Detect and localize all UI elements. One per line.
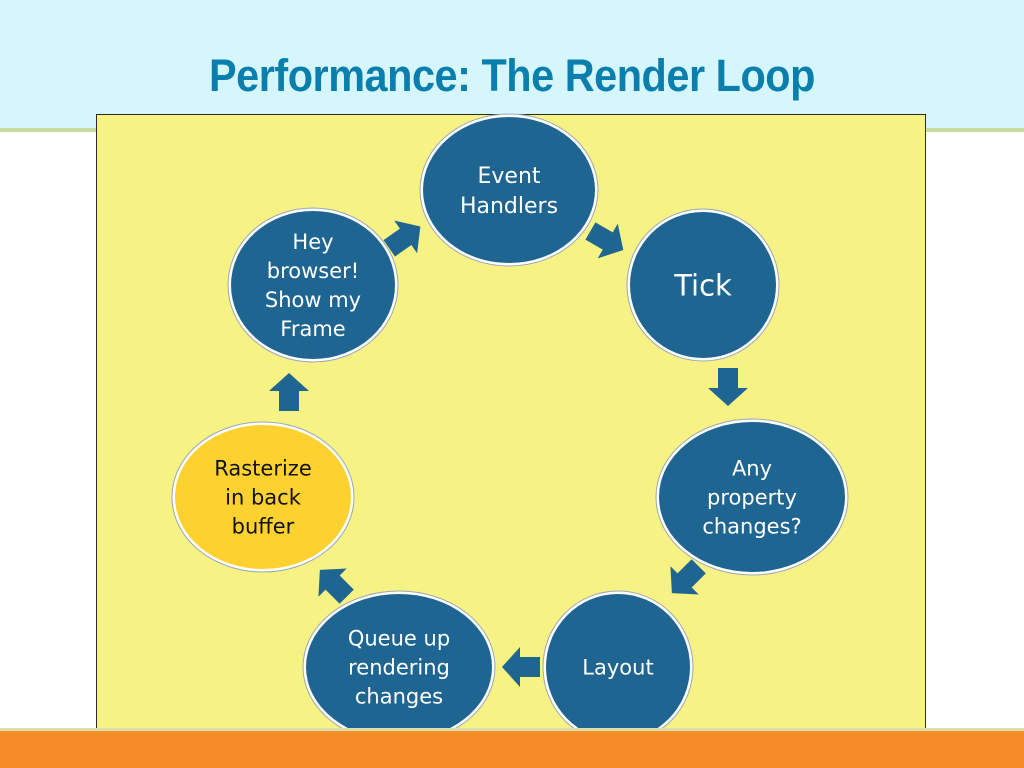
node-label: Queue up bbox=[348, 627, 450, 651]
node-circle bbox=[175, 425, 351, 569]
node-label: Layout bbox=[582, 656, 653, 680]
slide-title: Performance: The Render Loop bbox=[209, 50, 815, 101]
arrow-queue-to-rasterize-icon bbox=[318, 568, 354, 604]
node-circle bbox=[630, 212, 776, 358]
node-circle bbox=[231, 211, 395, 359]
arrow-show-to-event-icon bbox=[383, 220, 421, 257]
slide-footer-bar bbox=[0, 731, 1024, 768]
node-label: changes bbox=[355, 685, 443, 709]
node-circle bbox=[546, 594, 690, 740]
node-label: Handlers bbox=[460, 194, 558, 219]
node-label: buffer bbox=[232, 515, 295, 539]
node-label: changes? bbox=[702, 515, 801, 539]
node-layout: Layout bbox=[542, 590, 694, 744]
node-tick: Tick bbox=[626, 208, 780, 362]
node-property-changes: Any property changes? bbox=[655, 418, 849, 576]
node-label: Frame bbox=[280, 317, 345, 341]
node-label: Show my bbox=[265, 288, 361, 312]
slide-header bbox=[0, 0, 1024, 128]
node-queue-rendering: Queue up rendering changes bbox=[302, 590, 496, 744]
node-label: Any bbox=[732, 457, 772, 481]
node-label: browser! bbox=[267, 259, 359, 283]
node-label: Rasterize bbox=[214, 457, 312, 481]
node-label: Tick bbox=[673, 268, 732, 302]
node-label: in back bbox=[225, 486, 302, 510]
node-label: rendering bbox=[348, 656, 450, 680]
node-label: property bbox=[707, 486, 797, 510]
node-circle bbox=[659, 422, 845, 572]
node-circle bbox=[423, 117, 595, 263]
arrow-rasterize-to-show-icon bbox=[269, 373, 309, 411]
arrow-property-to-layout-icon bbox=[670, 559, 706, 595]
arrow-event-to-tick-icon bbox=[585, 222, 624, 259]
node-show-frame: Hey browser! Show my Frame bbox=[227, 207, 399, 363]
node-label: Event bbox=[477, 164, 540, 189]
node-circle bbox=[306, 594, 492, 740]
node-label: Hey bbox=[292, 230, 333, 254]
arrow-tick-to-property-icon bbox=[708, 368, 748, 406]
arrow-layout-to-queue-icon bbox=[502, 647, 540, 687]
footer-divider bbox=[0, 728, 1024, 731]
node-rasterize: Rasterize in back buffer bbox=[171, 421, 355, 573]
